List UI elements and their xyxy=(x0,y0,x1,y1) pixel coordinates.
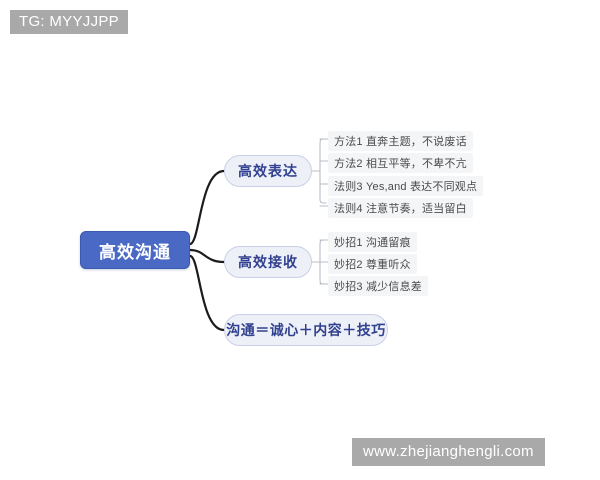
mindmap-root-label: 高效沟通 xyxy=(99,242,171,262)
mindmap-leaf-label: 法则3 Yes,and 表达不同观点 xyxy=(334,181,478,193)
watermark-bottom-right: www.zhejianghengli.com xyxy=(352,438,545,466)
mindmap-leaf-label: 方法2 相互平等，不卑不亢 xyxy=(334,158,467,170)
mindmap-leaf-label: 妙招3 减少信息差 xyxy=(334,281,422,293)
mindmap-leaf-node[interactable]: 方法1 直奔主题，不说废话 xyxy=(328,131,473,151)
mindmap-leaf-label: 妙招1 沟通留痕 xyxy=(334,237,411,249)
watermark-top-left-text: TG: MYYJJPP xyxy=(19,13,119,30)
mindmap-leaf-node[interactable]: 妙招2 尊重听众 xyxy=(328,254,417,274)
mindmap-leaf-label: 法则4 注意节奏，适当留白 xyxy=(334,203,467,215)
mindmap-branch-node-reception[interactable]: 高效接收 xyxy=(224,246,312,278)
mindmap-leaf-label: 方法1 直奔主题，不说废话 xyxy=(334,136,467,148)
connector-branch-0-bracket xyxy=(319,138,327,204)
mindmap-leaf-node[interactable]: 妙招3 减少信息差 xyxy=(328,276,428,296)
mindmap-branch-node-expression[interactable]: 高效表达 xyxy=(224,155,312,187)
watermark-bottom-right-text: www.zhejianghengli.com xyxy=(363,443,534,460)
mindmap-branch-label: 高效表达 xyxy=(238,163,298,179)
mindmap-leaf-node[interactable]: 法则3 Yes,and 表达不同观点 xyxy=(328,176,484,196)
mindmap-leaf-node[interactable]: 方法2 相互平等，不卑不亢 xyxy=(328,153,473,173)
watermark-top-left: TG: MYYJJPP xyxy=(10,10,128,34)
mindmap-root-node[interactable]: 高效沟通 xyxy=(80,231,190,269)
mindmap-leaf-node[interactable]: 法则4 注意节奏，适当留白 xyxy=(328,198,473,218)
connector-root-to-branch-0 xyxy=(188,169,226,246)
mindmap-branch-label: 沟通＝诚心＋内容＋技巧 xyxy=(226,322,386,338)
mindmap-leaf-node[interactable]: 妙招1 沟通留痕 xyxy=(328,232,417,252)
mindmap-leaf-label: 妙招2 尊重听众 xyxy=(334,259,411,271)
mindmap-branch-node-formula[interactable]: 沟通＝诚心＋内容＋技巧 xyxy=(224,314,388,346)
connector-root-to-branch-2 xyxy=(188,254,226,332)
mindmap-branch-label: 高效接收 xyxy=(238,254,298,270)
connector-root-to-branch-1 xyxy=(188,248,226,264)
